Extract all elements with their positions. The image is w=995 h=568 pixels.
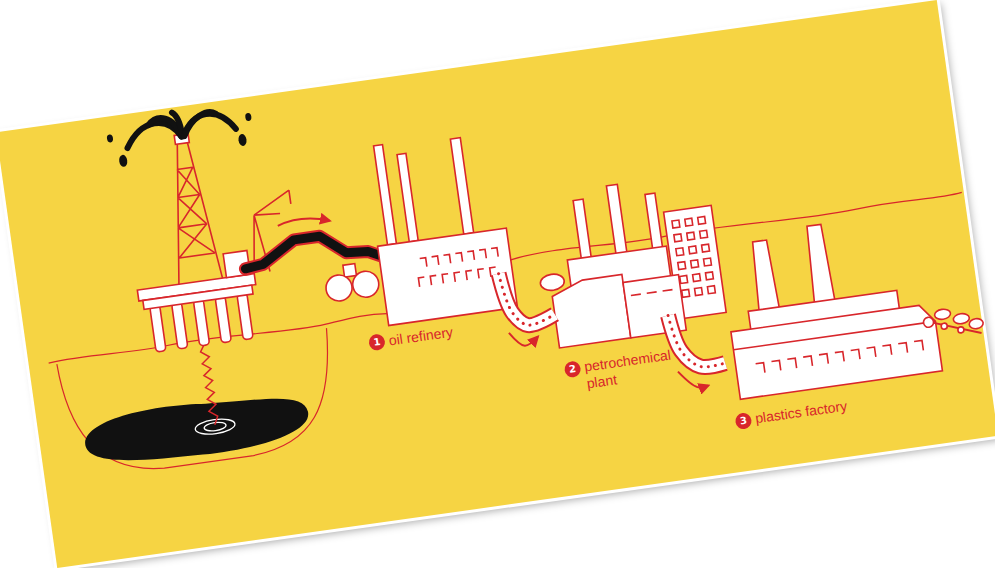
flow-arrow bbox=[277, 215, 329, 228]
pipeline-outline bbox=[242, 228, 385, 277]
oil-drop bbox=[245, 113, 252, 122]
windows bbox=[631, 290, 673, 296]
chimney bbox=[397, 153, 418, 241]
petrochemical-buildings bbox=[528, 172, 728, 350]
chimney bbox=[374, 145, 397, 245]
oil-spray bbox=[172, 112, 182, 138]
conveyor-roller bbox=[941, 323, 948, 330]
storage-tank bbox=[351, 270, 380, 299]
pipe-connector bbox=[668, 309, 728, 391]
oil-spray bbox=[181, 110, 236, 136]
rig-leg bbox=[172, 302, 188, 349]
pipe-dots bbox=[668, 309, 725, 372]
oil-drop bbox=[118, 154, 128, 167]
plant-node: plastics factory bbox=[718, 284, 947, 431]
oil-swirl bbox=[194, 417, 236, 436]
building-body bbox=[731, 304, 942, 400]
pipe-connector bbox=[499, 267, 559, 348]
oil-reservoir bbox=[82, 387, 312, 471]
tank-tower bbox=[343, 264, 357, 278]
derrick bbox=[159, 140, 222, 285]
pipe-dots bbox=[499, 267, 556, 329]
plastics-factory-building bbox=[718, 204, 989, 399]
pipe-inner bbox=[668, 309, 725, 372]
refinery-building bbox=[364, 129, 518, 325]
oil-drop bbox=[106, 134, 113, 143]
pipe-inner bbox=[499, 267, 556, 329]
oil-drop bbox=[238, 134, 248, 147]
rig-leg bbox=[237, 293, 253, 340]
building-band bbox=[733, 321, 935, 349]
building-body bbox=[551, 275, 631, 348]
flow-arrow bbox=[678, 368, 708, 390]
rig-leg bbox=[193, 299, 209, 346]
small-tank bbox=[539, 273, 565, 292]
callout-number: 2 bbox=[564, 360, 582, 378]
rig-leg bbox=[215, 296, 231, 343]
plastic-product bbox=[934, 308, 951, 320]
conveyor-gear bbox=[923, 317, 934, 328]
crude-pipeline bbox=[242, 228, 385, 277]
callout-number: 1 bbox=[368, 333, 386, 351]
drill-line bbox=[200, 345, 219, 425]
node-label-group: oil refinery bbox=[388, 316, 509, 350]
storage-tanks bbox=[323, 261, 380, 303]
flow-arrow bbox=[509, 329, 539, 348]
building-body bbox=[623, 275, 686, 338]
pipe-outline bbox=[668, 309, 725, 372]
rig-leg bbox=[150, 305, 166, 352]
oil-gusher bbox=[123, 104, 236, 148]
conveyor-roller bbox=[958, 326, 965, 333]
plastic-product bbox=[969, 318, 984, 330]
callout-number: 3 bbox=[734, 412, 752, 430]
node-label: oil refinery bbox=[388, 316, 509, 350]
node-label-group: petrochemical plant bbox=[583, 343, 697, 392]
oil-spray bbox=[182, 111, 218, 136]
windows bbox=[420, 248, 498, 268]
node-label: plastics factory bbox=[754, 385, 935, 427]
plastic-product bbox=[953, 313, 970, 325]
node-label: petrochemical plant bbox=[583, 343, 697, 392]
node-label-group: plastics factory bbox=[754, 385, 935, 427]
windows bbox=[418, 267, 496, 287]
rig-deck bbox=[143, 285, 253, 309]
windows bbox=[756, 340, 924, 373]
seabed-line bbox=[57, 326, 343, 481]
oil-rig bbox=[117, 121, 309, 354]
chimney bbox=[450, 138, 473, 234]
building-body bbox=[378, 228, 518, 325]
pipe-outline bbox=[499, 267, 556, 329]
storage-tank bbox=[324, 273, 353, 302]
